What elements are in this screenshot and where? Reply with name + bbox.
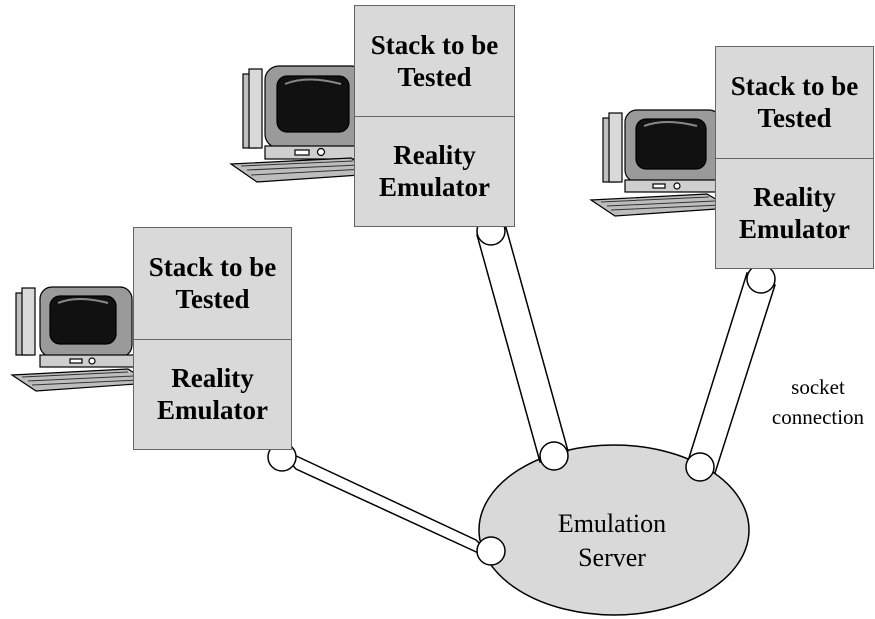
power-led xyxy=(88,357,96,365)
tube-end-circle xyxy=(685,452,715,482)
socket-connection-label: socket connection xyxy=(771,375,865,429)
node-box-right: Stack to be Tested Reality Emulator xyxy=(715,46,874,269)
stack-label: Stack to be Tested xyxy=(134,228,291,340)
socket-tube-right xyxy=(685,264,776,482)
tube-end-circle xyxy=(539,441,569,471)
node-box-middle: Stack to be Tested Reality Emulator xyxy=(354,5,515,227)
stack-label: Stack to be Tested xyxy=(355,6,514,117)
socket-tube-middle xyxy=(476,216,569,471)
reality-emulator-label: Reality Emulator xyxy=(157,362,268,425)
desktop-computer-icon xyxy=(589,109,733,217)
node-box-left: Stack to be Tested Reality Emulator xyxy=(133,227,292,450)
desktop-computer-icon xyxy=(229,65,377,183)
desktop-computer-icon xyxy=(10,286,152,392)
tube-end-circle xyxy=(476,536,506,566)
stack-label: Stack to be Tested xyxy=(716,47,873,159)
reality-emulator-label: Reality Emulator xyxy=(739,181,850,244)
power-led xyxy=(316,147,326,157)
socket-tube-left xyxy=(267,442,506,566)
tube-end-circle xyxy=(746,264,776,294)
reality-emulator-label: Reality Emulator xyxy=(379,140,490,202)
emulation-server-label: Emulation Server xyxy=(557,509,667,572)
emulation-server-ellipse xyxy=(478,444,750,616)
power-led xyxy=(673,182,681,190)
